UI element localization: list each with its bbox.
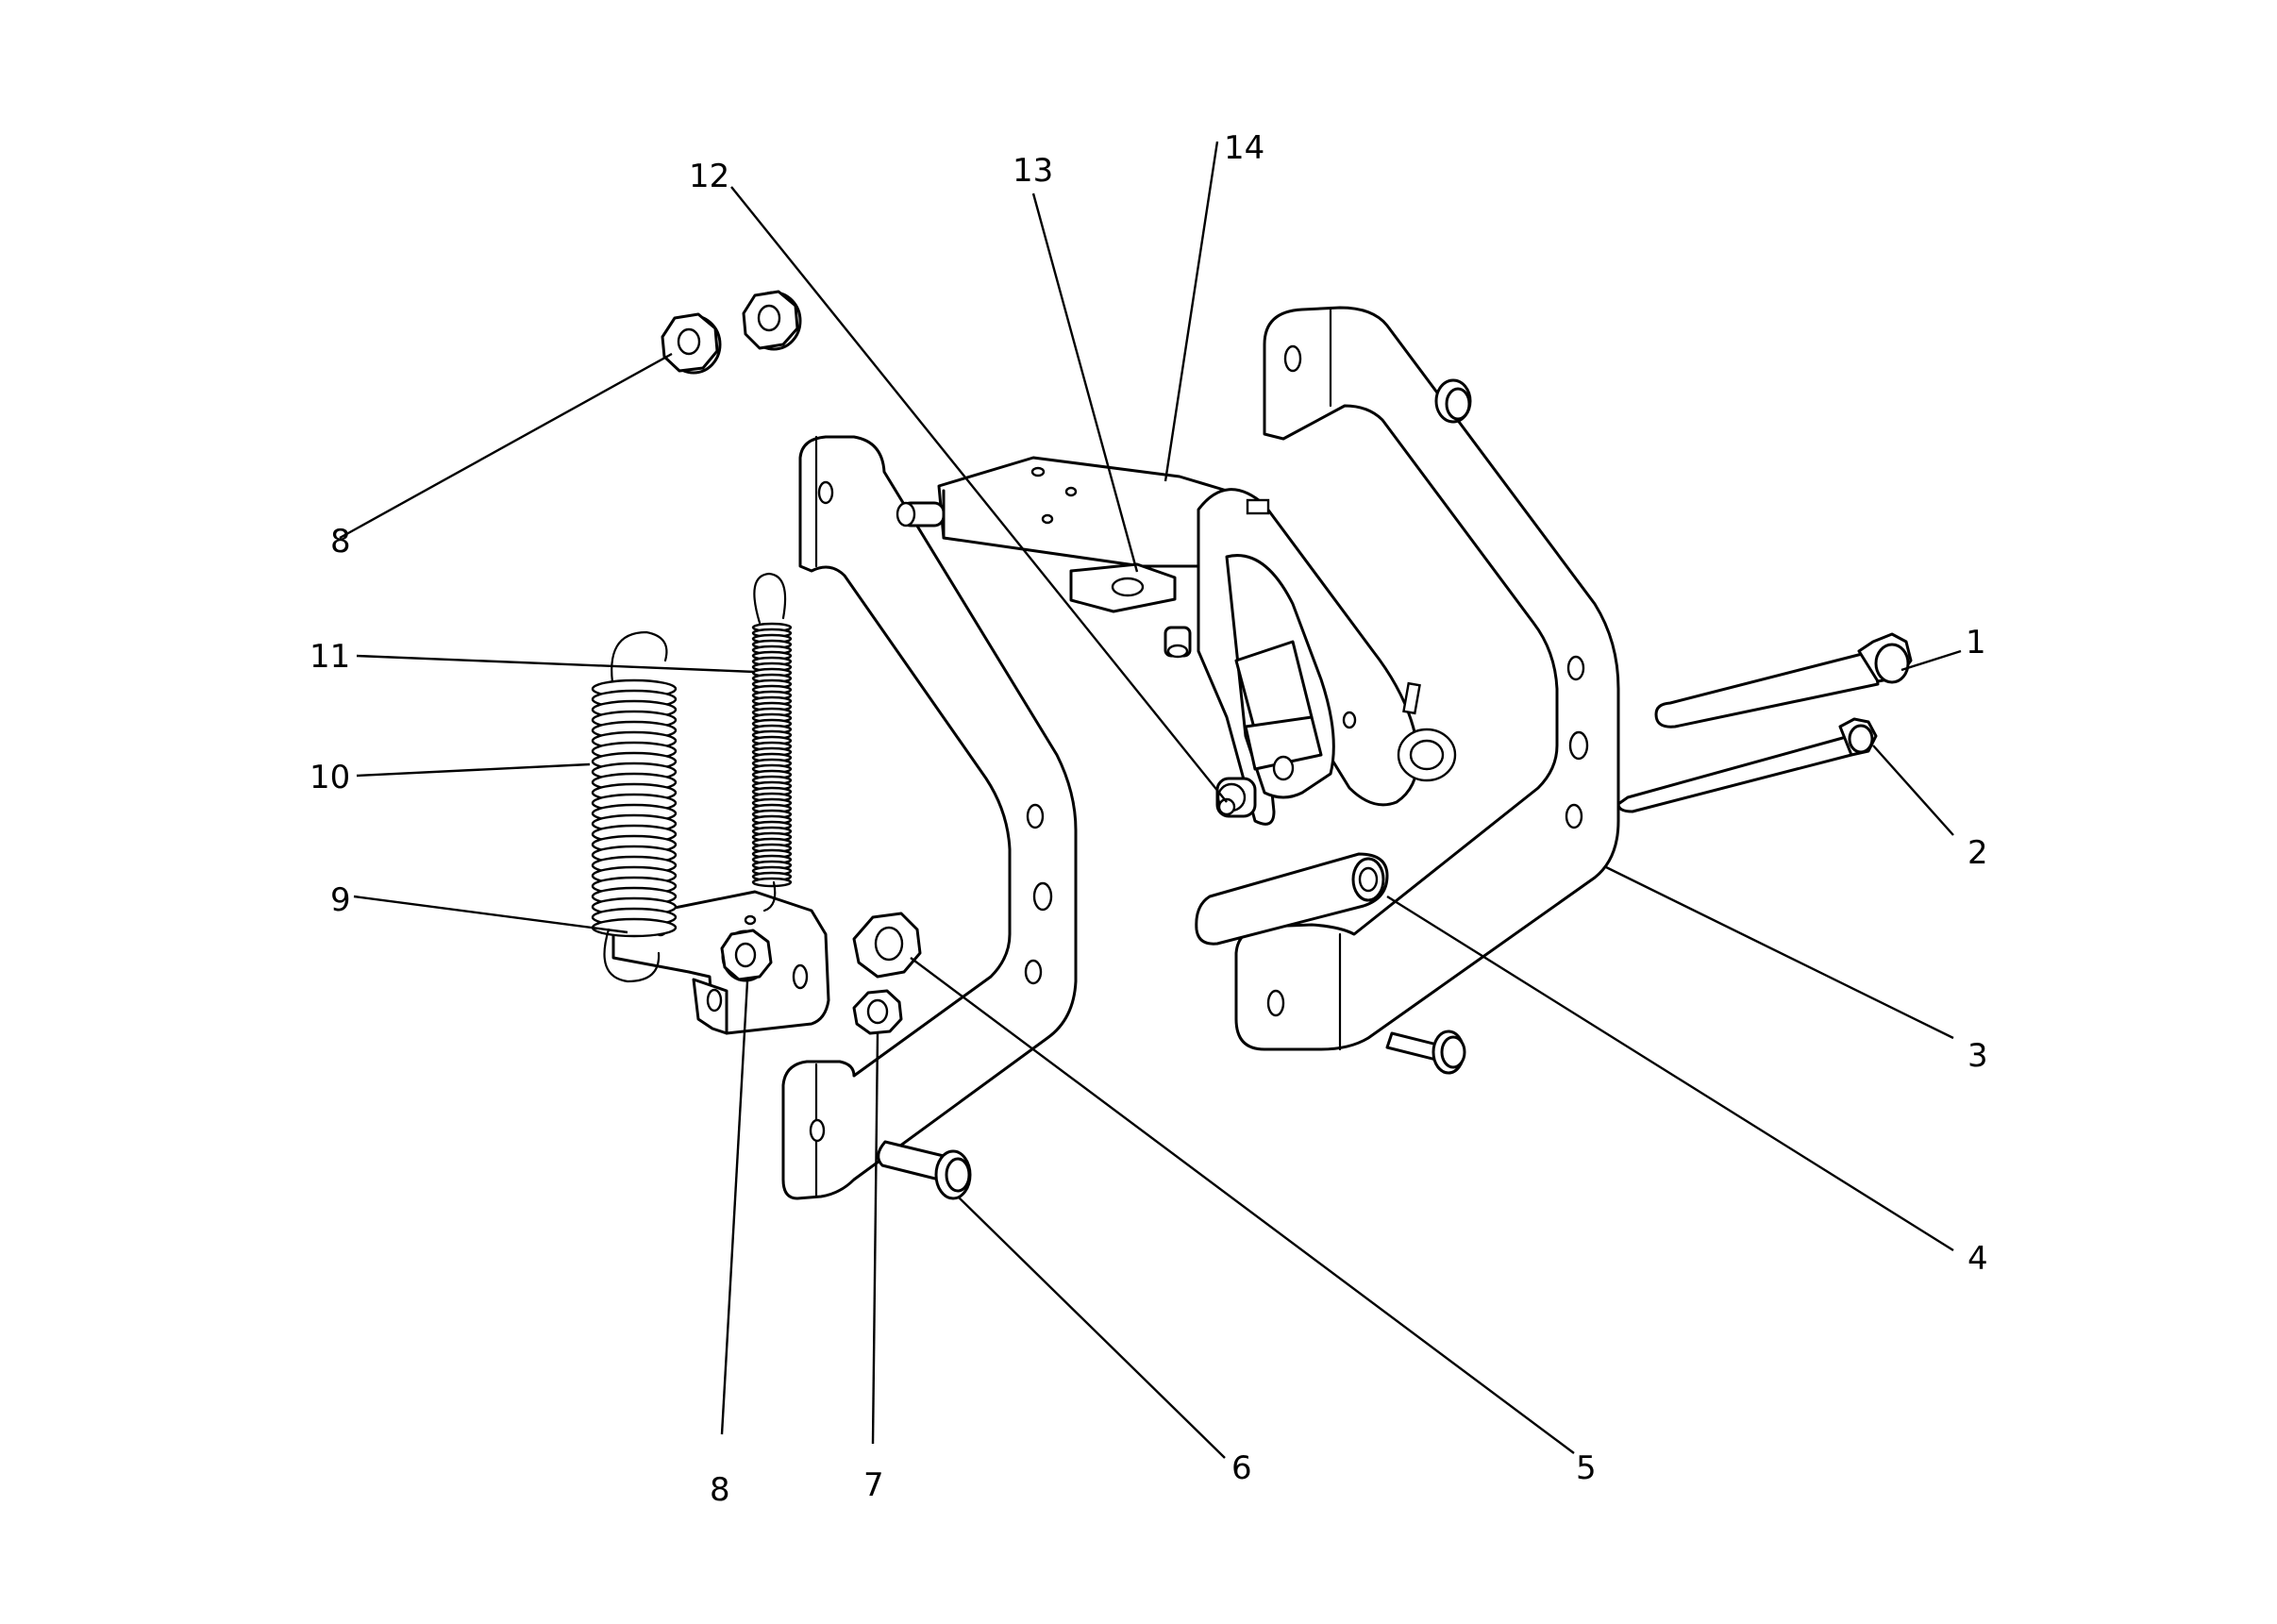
carriage-bolt bbox=[1616, 717, 1878, 813]
callout-2: 2 bbox=[1967, 834, 1988, 872]
callout-11: 11 bbox=[310, 638, 350, 676]
right-side-bracket bbox=[1234, 306, 1620, 1051]
callout-7: 7 bbox=[863, 1466, 884, 1504]
flange-nut-top-right bbox=[742, 290, 802, 351]
callout-8-bottom: 8 bbox=[710, 1471, 730, 1509]
callout-12: 12 bbox=[689, 158, 729, 195]
callout-labels: 1 2 3 4 5 6 7 8 8 9 10 11 12 13 14 bbox=[310, 129, 1988, 1509]
left-side-bracket bbox=[781, 435, 1078, 1200]
callout-5: 5 bbox=[1576, 1449, 1597, 1487]
callout-13: 13 bbox=[1013, 152, 1053, 190]
hex-bolt-long bbox=[1654, 632, 1913, 728]
spring-coil bbox=[751, 877, 793, 888]
leader-lines bbox=[339, 141, 1962, 1459]
flange-bolt bbox=[877, 1140, 972, 1200]
upper-right-bolt-head bbox=[1434, 378, 1472, 424]
spring-coil bbox=[591, 917, 678, 938]
callout-9: 9 bbox=[330, 881, 351, 919]
callout-10: 10 bbox=[310, 759, 350, 796]
callout-3: 3 bbox=[1967, 1037, 1988, 1075]
hex-nut-small bbox=[852, 989, 903, 1035]
short-bolt-lower-right bbox=[1385, 1030, 1466, 1075]
callout-1: 1 bbox=[1966, 624, 1986, 661]
flange-nut-top-left bbox=[661, 312, 722, 375]
callout-14: 14 bbox=[1224, 129, 1264, 167]
callout-8-top: 8 bbox=[330, 523, 351, 561]
callout-4: 4 bbox=[1967, 1240, 1988, 1278]
spacer-tube bbox=[1195, 852, 1389, 946]
callout-6: 6 bbox=[1231, 1449, 1252, 1487]
small-extension-spring bbox=[751, 572, 793, 912]
hex-nut-large bbox=[852, 912, 922, 979]
large-extension-spring bbox=[591, 630, 678, 983]
center-pivot-frame bbox=[896, 456, 1457, 826]
